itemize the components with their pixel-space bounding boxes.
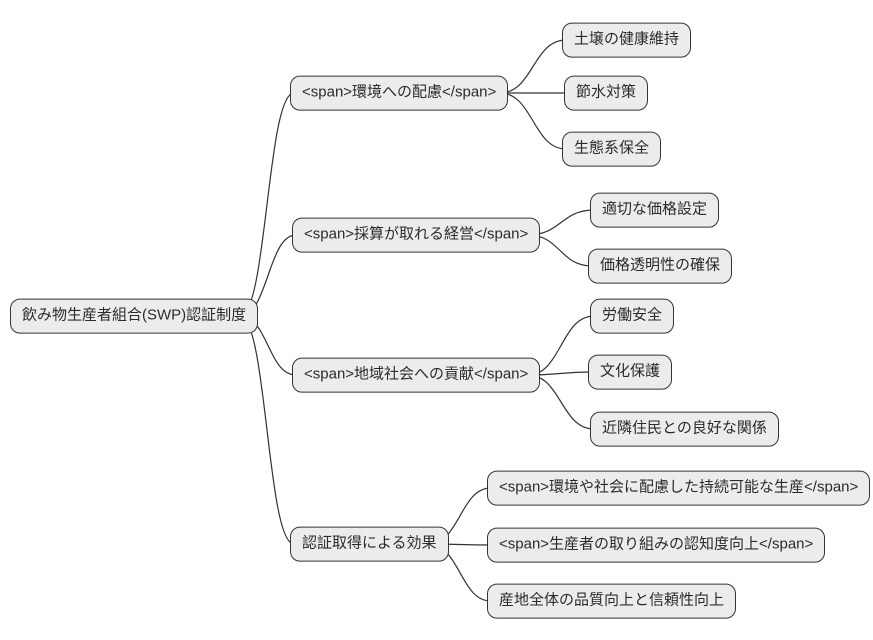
node-branch-environment: <span>環境への配慮</span> <box>290 75 509 111</box>
node-leaf-fair-pricing: 適切な価格設定 <box>590 192 720 228</box>
node-leaf-producer-recognition: <span>生産者の取り組みの認知度向上</span> <box>487 527 826 563</box>
node-branch-profitable-management: <span>採算が取れる経営</span> <box>292 217 541 253</box>
node-leaf-price-transparency: 価格透明性の確保 <box>588 248 733 284</box>
edge-branch-0-child-0 <box>499 39 567 94</box>
node-leaf-neighbor-relations: 近隣住民との良好な関係 <box>590 411 779 447</box>
edge-branch-0-child-2 <box>499 92 567 150</box>
node-leaf-region-quality-trust: 産地全体の品質向上と信頼性向上 <box>487 583 737 619</box>
node-leaf-culture-protection: 文化保護 <box>588 354 673 390</box>
node-leaf-labor-safety: 労働安全 <box>590 298 675 334</box>
node-leaf-sustainable-production: <span>環境や社会に配慮した持続可能な生産</span> <box>487 470 871 506</box>
node-leaf-water-saving: 節水対策 <box>564 75 649 111</box>
edge-root-branch-3 <box>239 315 295 545</box>
edge-root-branch-0 <box>239 92 295 317</box>
node-leaf-ecosystem-conservation: 生態系保全 <box>562 131 662 167</box>
node-branch-certification-effects: 認証取得による効果 <box>290 526 449 562</box>
node-leaf-soil-health: 土壌の健康維持 <box>562 22 692 58</box>
node-branch-community-contribution: <span>地域社会への貢献</span> <box>292 357 541 393</box>
node-root: 飲み物生産者組合(SWP)認証制度 <box>10 298 259 334</box>
